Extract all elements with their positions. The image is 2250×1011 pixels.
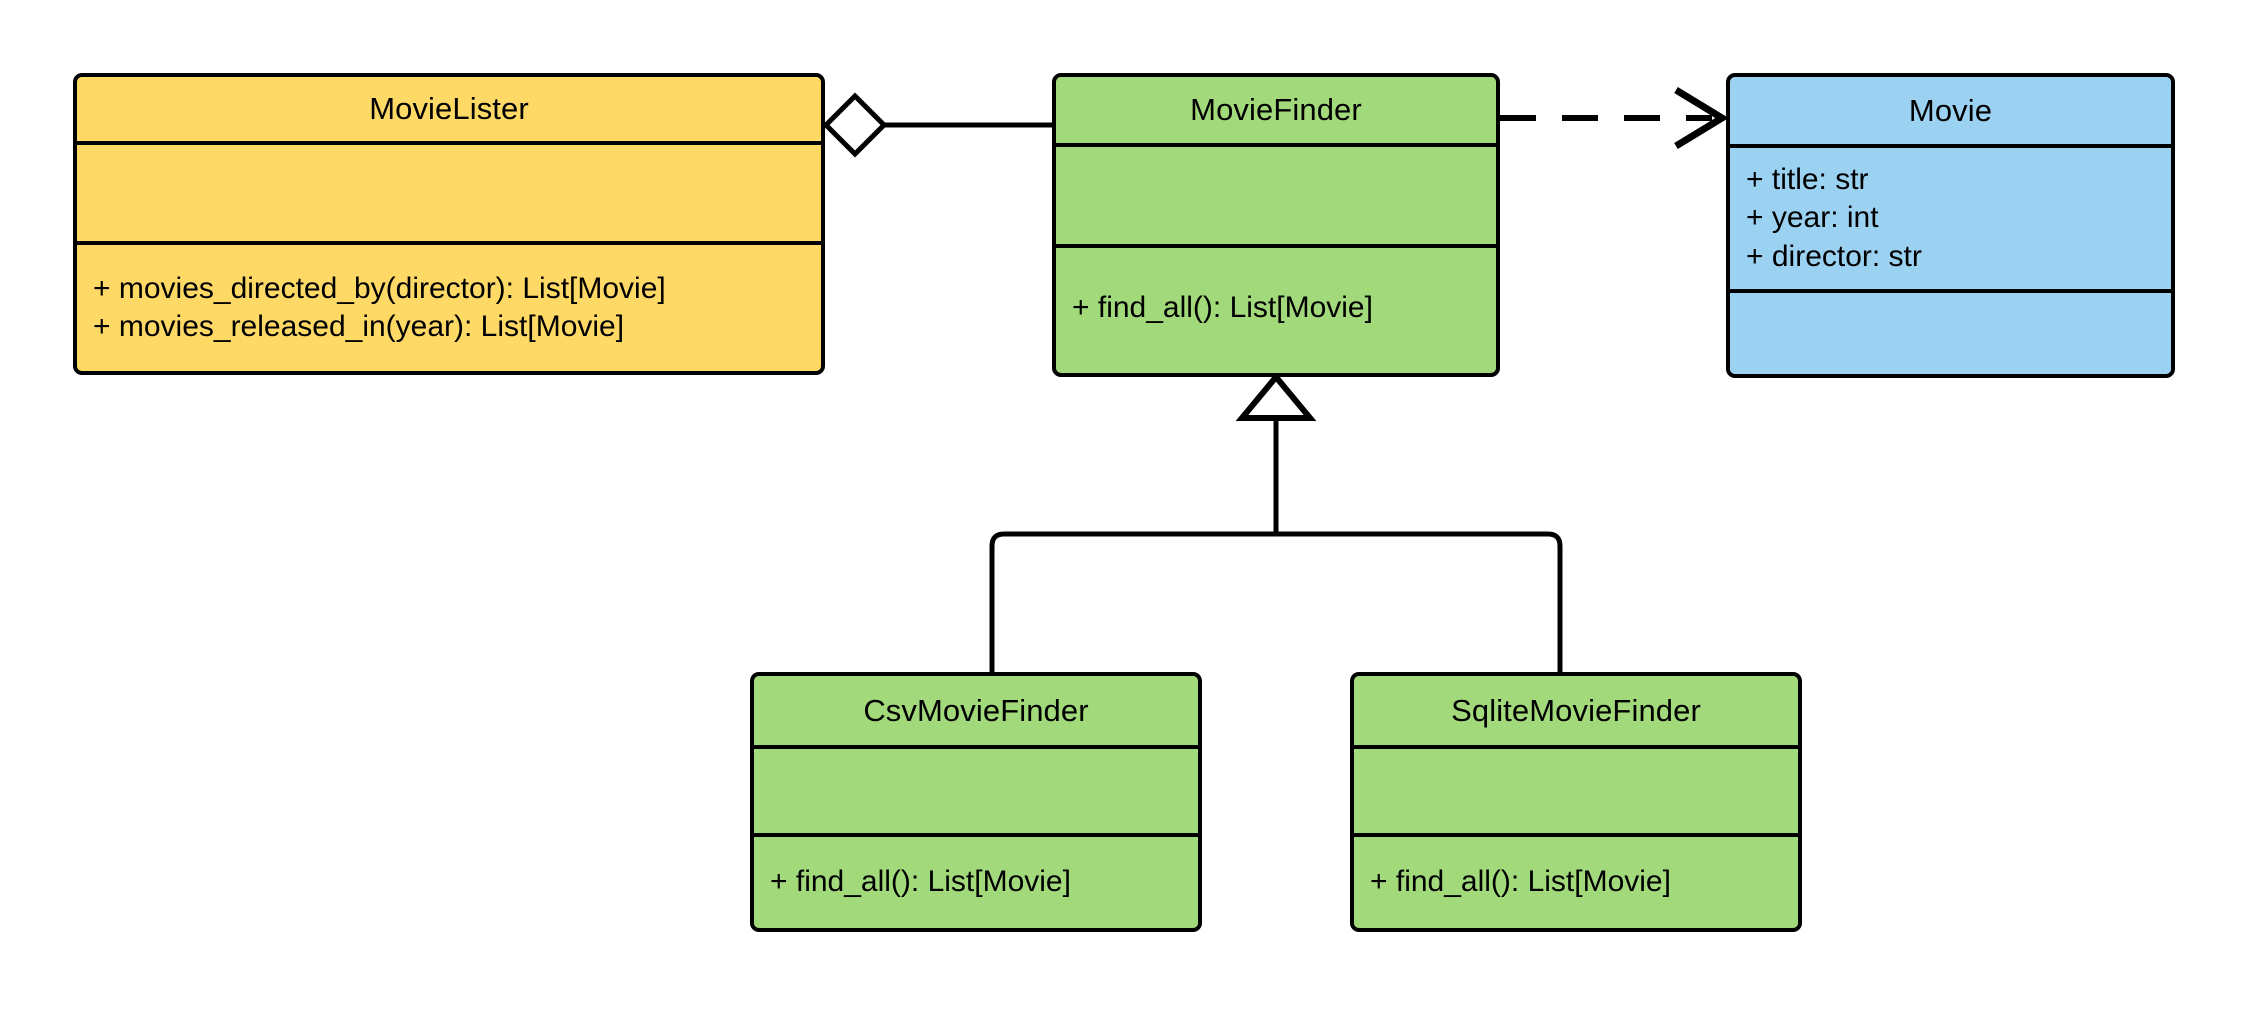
method-item: + find_all(): List[Movie] bbox=[1370, 865, 1671, 899]
generalization-edges[interactable] bbox=[989, 372, 1563, 672]
hollow-triangle-icon bbox=[1235, 372, 1317, 421]
class-attributes-compartment: + title: str + year: int + director: str bbox=[1730, 144, 2171, 289]
class-methods-compartment: + find_all(): List[Movie] bbox=[1354, 833, 1798, 928]
open-arrow-icon bbox=[1674, 87, 1729, 149]
class-box-movie-lister[interactable]: MovieLister + movies_directed_by(directo… bbox=[73, 73, 825, 375]
class-attributes-compartment bbox=[1056, 143, 1496, 244]
class-box-movie[interactable]: Movie + title: str + year: int + directo… bbox=[1726, 73, 2175, 378]
aggregation-lister-finder-edge[interactable] bbox=[822, 92, 1052, 158]
class-name-label: Movie bbox=[1908, 92, 1993, 128]
attribute-item: + title: str bbox=[1746, 163, 1869, 197]
attribute-item: + director: str bbox=[1746, 239, 1922, 273]
class-box-csv-movie-finder[interactable]: CsvMovieFinder + find_all(): List[Movie] bbox=[750, 672, 1202, 932]
class-name-label: MovieLister bbox=[369, 91, 529, 126]
class-name-compartment: CsvMovieFinder bbox=[754, 676, 1198, 745]
class-attributes-compartment bbox=[1354, 745, 1798, 833]
class-name-label: CsvMovieFinder bbox=[863, 692, 1089, 728]
class-name-label: MovieFinder bbox=[1190, 92, 1362, 127]
class-name-compartment: Movie bbox=[1730, 77, 2171, 144]
class-name-compartment: SqliteMovieFinder bbox=[1354, 676, 1798, 745]
generalization-branch-csv bbox=[989, 531, 1276, 672]
class-attributes-compartment bbox=[754, 745, 1198, 833]
class-attributes-compartment bbox=[77, 141, 821, 241]
method-item: + find_all(): List[Movie] bbox=[770, 865, 1071, 899]
method-item: + movies_released_in(year): List[Movie] bbox=[93, 310, 625, 343]
class-methods-compartment: + movies_directed_by(director): List[Mov… bbox=[77, 241, 821, 371]
class-name-compartment: MovieFinder bbox=[1056, 77, 1496, 143]
attribute-item: + year: int bbox=[1746, 201, 1879, 235]
class-methods-compartment bbox=[1730, 289, 2171, 374]
generalization-branch-sqlite bbox=[1276, 531, 1563, 672]
dependency-finder-movie-edge[interactable] bbox=[1500, 87, 1729, 149]
class-box-sqlite-movie-finder[interactable]: SqliteMovieFinder + find_all(): List[Mov… bbox=[1350, 672, 1802, 932]
hollow-diamond-icon bbox=[822, 92, 888, 158]
class-methods-compartment: + find_all(): List[Movie] bbox=[754, 833, 1198, 928]
method-item: + movies_directed_by(director): List[Mov… bbox=[93, 271, 666, 305]
class-name-compartment: MovieLister bbox=[77, 77, 821, 141]
class-name-label: SqliteMovieFinder bbox=[1451, 692, 1701, 728]
method-item: + find_all(): List[Movie] bbox=[1072, 291, 1373, 325]
class-methods-compartment: + find_all(): List[Movie] bbox=[1056, 244, 1496, 369]
class-box-movie-finder[interactable]: MovieFinder + find_all(): List[Movie] bbox=[1052, 73, 1500, 377]
